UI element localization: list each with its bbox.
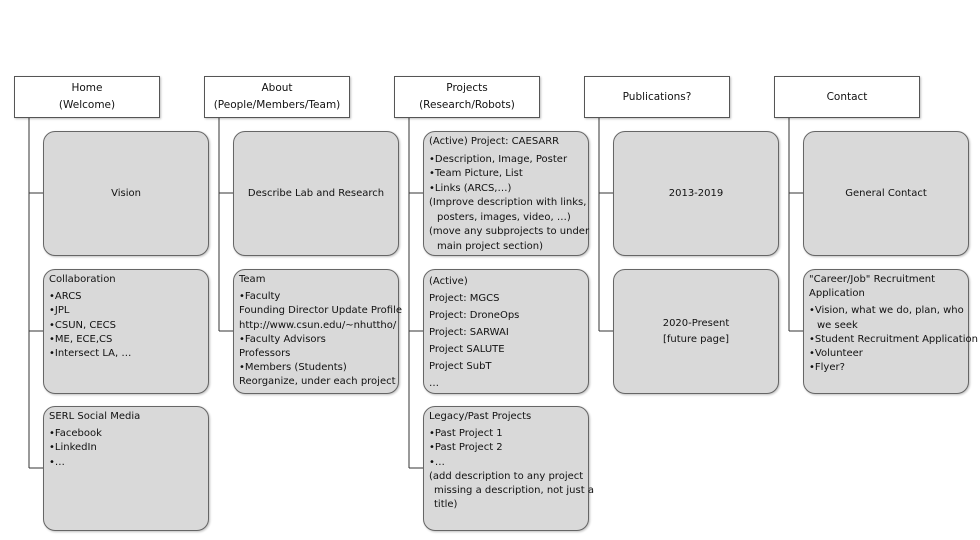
card-line: http://www.csun.edu/~nhuttho/ — [239, 319, 397, 331]
card-line: •ARCS — [49, 291, 82, 303]
card-line: Collaboration — [49, 274, 116, 285]
card-line: missing a description, not just a — [434, 485, 594, 497]
card-line: •CSUN, CECS — [49, 319, 117, 331]
card-line: •Facebook — [49, 428, 102, 440]
card-line: Application — [809, 288, 865, 300]
card-line: Reorganize, under each project — [239, 376, 396, 388]
describe-lab-card: Describe Lab and Research — [233, 131, 399, 256]
card-line: (Active) Project: CAESARR — [429, 136, 560, 147]
card-line: •Description, Image, Poster — [429, 153, 568, 165]
card-line: •Student Recruitment Application — [809, 333, 978, 345]
card-line: General Contact — [845, 187, 927, 199]
card-line: Project: DroneOps — [429, 310, 520, 321]
collaboration-card: Collaboration •ARCS •JPL •CSUN, CECS •ME… — [43, 269, 209, 394]
card-line: Project: SARWAI — [429, 327, 509, 338]
card-line: Project SubT — [429, 361, 492, 372]
card-line: Professors — [239, 348, 291, 360]
social-media-card: SERL Social Media •Facebook •LinkedIn •… — [43, 406, 209, 531]
card-line: Project: MGCS — [429, 293, 500, 304]
card-line: •Members (Students) — [239, 362, 347, 374]
card-line: •JPL — [49, 305, 70, 317]
card-line: (Active) — [429, 276, 468, 287]
card-line: … — [429, 378, 439, 389]
card-line: 2020-Present — [662, 317, 730, 329]
active-projects-list-card: (Active) Project: MGCS Project: DroneOps… — [423, 269, 589, 394]
card-line: Team — [239, 274, 266, 285]
projects-header: Projects (Research/Robots) — [394, 76, 540, 118]
card-line: •LinkedIn — [49, 442, 97, 454]
card-line: •… — [49, 456, 65, 468]
card-line: "Career/Job" Recruitment — [809, 274, 936, 285]
header-line: Publications? — [622, 90, 692, 103]
card-line: •Flyer? — [809, 362, 845, 374]
card-line: posters, images, video, …) — [437, 211, 571, 223]
card-line: •Faculty — [239, 291, 281, 303]
header-line: (Welcome) — [58, 99, 116, 111]
header-line: (Research/Robots) — [419, 99, 515, 111]
publications-header: Publications? — [584, 76, 730, 118]
card-line: Vision — [111, 187, 141, 199]
card-line: •Past Project 1 — [429, 428, 503, 440]
card-line: (move any subprojects to under — [429, 226, 590, 237]
publications-2013-2019-card: 2013-2019 — [613, 131, 779, 256]
card-line: SERL Social Media — [49, 411, 141, 422]
card-line: •Faculty Advisors — [239, 333, 326, 345]
card-line: •Links (ARCS,…) — [429, 182, 512, 194]
card-line: •… — [429, 456, 445, 468]
card-line: Legacy/Past Projects — [429, 411, 532, 422]
card-line: title) — [434, 499, 458, 511]
card-line: we seek — [817, 319, 858, 331]
contact-header: Contact — [774, 76, 920, 118]
card-line: •Vision, what we do, plan, who — [809, 305, 964, 317]
team-card: Team •Faculty Founding Director Update P… — [233, 269, 403, 394]
header-line: Contact — [826, 90, 868, 103]
legacy-projects-card: Legacy/Past Projects •Past Project 1 •Pa… — [423, 406, 594, 531]
card-line: Project SALUTE — [429, 344, 505, 355]
card-line: [future page] — [662, 333, 730, 345]
card-line: Founding Director Update Profile — [239, 305, 403, 317]
header-line: Home — [71, 82, 103, 94]
recruitment-card: "Career/Job" Recruitment Application •Vi… — [803, 269, 978, 394]
card-line: •Intersect LA, … — [49, 348, 132, 360]
header-line: Projects — [446, 82, 488, 94]
card-line: •Volunteer — [809, 348, 863, 360]
vision-card: Vision — [43, 131, 209, 256]
card-line: •Team Picture, List — [429, 168, 523, 179]
home-header: Home (Welcome) — [14, 76, 160, 118]
card-line: •ME, ECE,CS — [49, 333, 113, 345]
header-line: (People/Members/Team) — [213, 99, 341, 111]
card-line: main project section) — [437, 240, 543, 252]
active-project-card: (Active) Project: CAESARR •Description, … — [423, 131, 589, 256]
card-line: Describe Lab and Research — [247, 187, 385, 199]
card-line: (Improve description with links, — [429, 197, 587, 208]
publications-2020-present-card: 2020-Present [future page] — [613, 269, 779, 394]
card-line: •Past Project 2 — [429, 442, 503, 454]
header-line: About — [261, 82, 293, 94]
card-line: (add description to any project — [429, 470, 584, 482]
general-contact-card: General Contact — [803, 131, 969, 256]
about-header: About (People/Members/Team) — [204, 76, 350, 118]
card-line: 2013-2019 — [668, 187, 724, 199]
